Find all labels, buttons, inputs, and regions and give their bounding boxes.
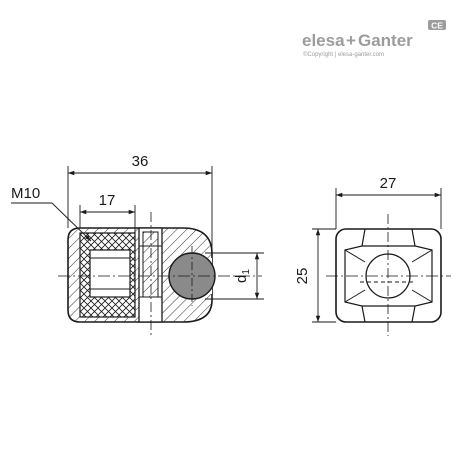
section-view [58, 212, 262, 336]
ball-diameter-subscript: 1 [241, 269, 252, 275]
dimension-ball-diameter: d1 [205, 252, 264, 300]
end-view [326, 214, 451, 336]
brand-name-part2: Ganter [358, 31, 413, 50]
dimension-overall-length: 36 [67, 153, 213, 254]
dimension-width-value: 27 [380, 175, 397, 192]
dimension-bore-depth: 17 [79, 192, 136, 233]
ce-badge-label: CE [431, 21, 443, 31]
dimension-height: 25 [294, 228, 336, 323]
dimension-width: 27 [335, 175, 442, 229]
brand-name-part1: elesa [302, 31, 345, 50]
ce-badge: CE [428, 20, 446, 31]
ball-diameter-label: d [233, 275, 250, 283]
end-view-body [335, 228, 442, 323]
dimension-height-value: 25 [294, 268, 311, 285]
brand-logo: elesa + Ganter CE ©Copyright | elesa-gan… [302, 20, 446, 58]
dimension-bore-depth-value: 17 [99, 192, 116, 209]
thread-label: M10 [11, 185, 40, 202]
svg-text:d1: d1 [233, 269, 252, 283]
bore-channel [89, 249, 131, 298]
brand-copyright: ©Copyright | elesa-ganter.com [303, 51, 384, 58]
dimension-overall-length-value: 36 [132, 153, 149, 170]
brand-name-separator: + [346, 31, 356, 50]
thread-callout: M10 [11, 185, 92, 242]
